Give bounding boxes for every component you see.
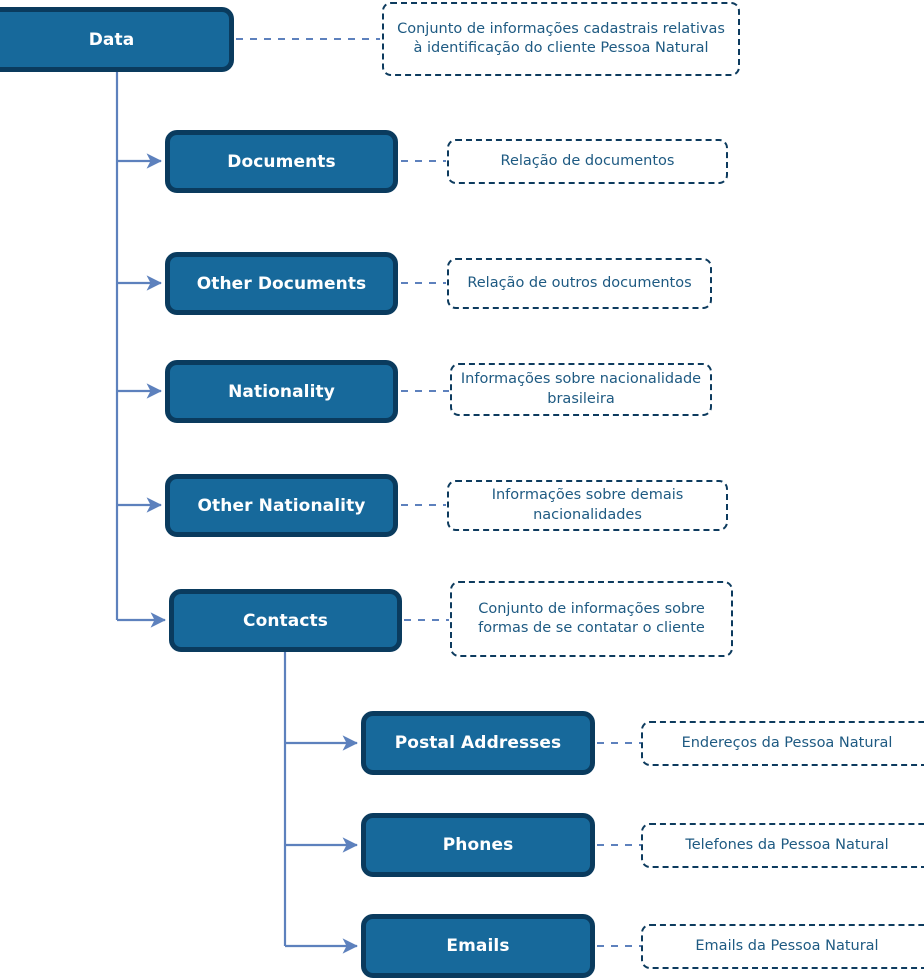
note-nationality: Informações sobre nacionalidade brasilei…: [450, 363, 712, 416]
node-label: Other Nationality: [197, 495, 366, 516]
note-documents: Relação de documentos: [447, 139, 728, 184]
node-phones[interactable]: Phones: [361, 813, 595, 877]
node-label: Other Documents: [196, 273, 367, 294]
note-other-documents: Relação de outros documentos: [447, 258, 712, 309]
note-text: Conjunto de informações cadastrais relat…: [397, 20, 725, 56]
node-other-nationality[interactable]: Other Nationality: [165, 474, 398, 537]
note-text: Informações sobre nacionalidade brasilei…: [460, 371, 702, 407]
node-label: Emails: [446, 936, 510, 956]
node-label: Documents: [227, 151, 336, 172]
node-label: Contacts: [243, 610, 328, 631]
note-contacts: Conjunto de informações sobre formas de …: [450, 581, 733, 657]
note-phones: Telefones da Pessoa Natural: [641, 823, 924, 868]
note-text: Relação de documentos: [500, 152, 675, 169]
node-postal-addresses[interactable]: Postal Addresses: [361, 711, 595, 775]
node-label: Phones: [442, 835, 514, 855]
note-other-nationality: Informações sobre demais nacionalidades: [447, 480, 728, 531]
note-text: Informações sobre demais nacionalidades: [491, 487, 684, 523]
note-emails: Emails da Pessoa Natural: [641, 924, 924, 969]
node-other-documents[interactable]: Other Documents: [165, 252, 398, 315]
node-label: Data: [88, 29, 135, 50]
node-documents[interactable]: Documents: [165, 130, 398, 193]
note-data: Conjunto de informações cadastrais relat…: [382, 2, 740, 76]
node-label: Postal Addresses: [394, 733, 562, 753]
node-contacts[interactable]: Contacts: [169, 589, 402, 652]
node-emails[interactable]: Emails: [361, 914, 595, 978]
note-text: Emails da Pessoa Natural: [695, 937, 879, 954]
note-text: Telefones da Pessoa Natural: [685, 836, 889, 853]
node-label: Nationality: [228, 381, 335, 402]
note-text: Endereços da Pessoa Natural: [681, 734, 893, 751]
node-data[interactable]: Data: [0, 7, 234, 72]
node-nationality[interactable]: Nationality: [165, 360, 398, 423]
note-postal-addresses: Endereços da Pessoa Natural: [641, 721, 924, 766]
note-text: Conjunto de informações sobre formas de …: [478, 600, 705, 636]
note-text: Relação de outros documentos: [467, 274, 692, 291]
